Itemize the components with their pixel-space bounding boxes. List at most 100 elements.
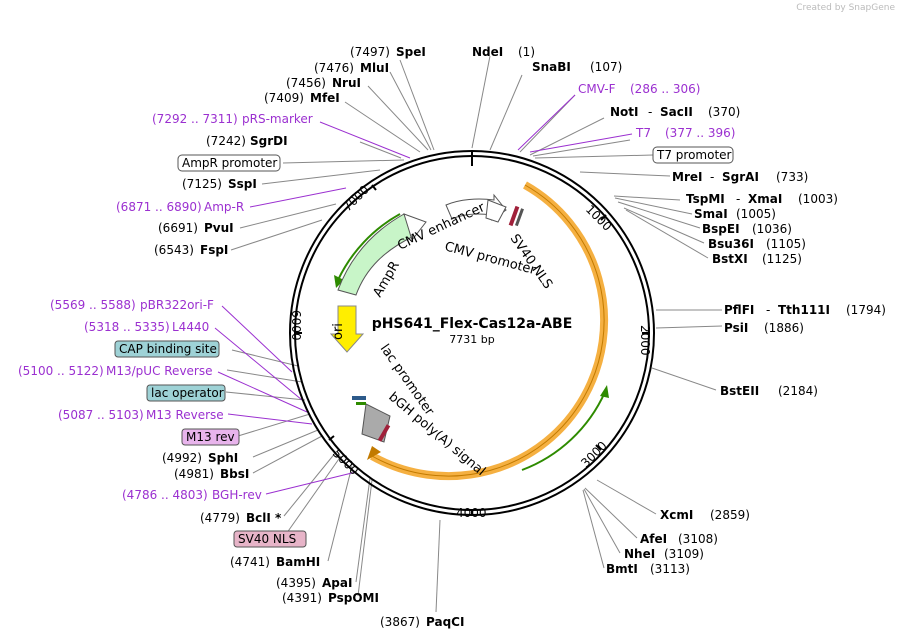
ampr-feature [337,213,415,296]
label-nrui: NruI [332,76,361,90]
m13-rev-box [181,428,240,446]
pos-nrui: (7456) [286,76,326,90]
label-cmv-f: CMV-F [578,82,616,96]
label-l4440: L4440 [172,320,209,334]
label-sphi: SphI [208,451,238,465]
pos-bbsi: (4981) [174,467,214,481]
pos-spei: (7497) [350,45,390,59]
pos-prs-marker: (7292 .. 7311) [152,112,238,126]
label-xcmi: XcmI [660,508,693,522]
primer-leaders [214,94,633,495]
label-psii: PsiI [724,321,748,335]
right-labels: NdeI (1) SnaBI (107) CMV-F (286 .. 306) … [380,45,886,629]
label-mlui: MluI [360,61,389,75]
label-xmai: XmaI [748,192,782,206]
pos-mlui: (7476) [314,61,354,75]
snapgene-credit: Created by SnapGene [796,3,895,13]
pos-snabi: (107) [590,60,622,74]
t7-promoter-box [652,146,734,164]
label-bcli: BclI * [246,511,282,525]
pos-m13-puc-reverse: (5100 .. 5122) [18,364,104,378]
sv40-nls-inner-mark [377,424,391,442]
label-tth111i: Tth111I [778,303,830,317]
cmv-promoter-feature [485,199,507,223]
label-pbr322ori-f: pBR322ori-F [140,298,214,312]
pos-l4440: (5318 .. 5335) [84,320,170,334]
label-pvui: PvuI [204,221,234,235]
label-fspi: FspI [200,243,228,257]
label-bsu36i: Bsu36I [708,237,754,251]
label-ampr: AmpR [370,259,402,300]
label-afei: AfeI [640,532,667,546]
label-apai: ApaI [322,576,352,590]
label-t7: T7 [635,126,651,140]
leader-lines-right [435,55,723,613]
label-amp-r: Amp-R [204,200,244,214]
ampr-promoter-feature [403,213,427,242]
label-pflfi: PflFI [724,303,754,317]
pos-bamhi: (4741) [230,555,270,569]
label-spei: SpeI [396,45,426,59]
label-lac-operator: lac operator [151,386,224,400]
pos-sphi: (4992) [162,451,202,465]
ori-feature [329,305,365,353]
bgh-feature [361,403,391,443]
pos-smai: (1005) [736,207,776,221]
label-bamhi: BamHI [276,555,320,569]
pos-pspomi: (4391) [282,591,322,605]
pos-fspi: (6543) [154,243,194,257]
pos-ndei: (1) [518,45,535,59]
pos-cmv-f: (286 .. 306) [630,82,700,96]
label-ampr-promoter: AmpR promoter [182,156,277,170]
leader-lines-left [225,59,435,597]
tick-marks [296,151,648,515]
pos-sgrdi: (7242) [206,134,246,148]
plasmid-name: pHS641_Flex-Cas12a-ABE [372,316,573,332]
pos-bstxi: (1125) [762,252,802,266]
tick-3000: 3000 [578,439,609,470]
label-mfei: MfeI [310,91,340,105]
svg-text:-: - [710,170,714,184]
label-smai: SmaI [694,207,728,221]
label-ndei: NdeI [472,45,503,59]
label-tspmi: TspMI [686,192,725,206]
svg-text:-: - [736,192,740,206]
pos-psii: (1886) [764,321,804,335]
pos-bsteii: (2184) [778,384,818,398]
label-snabi: SnaBI [532,60,571,74]
pos-xcmi: (2859) [710,508,750,522]
cap-binding-box [114,340,220,358]
pos-mfei: (7409) [264,91,304,105]
pos-tspmi: (1003) [798,192,838,206]
pos-apai: (4395) [276,576,316,590]
label-sspi: SspI [228,177,257,191]
label-bsteii: BstEII [720,384,759,398]
pos-noti: (370) [708,105,740,119]
label-sgrdi: SgrDI [250,134,288,148]
plasmid-size: 7731 bp [449,333,494,346]
label-sgrai: SgrAI [722,170,759,184]
pos-sspi: (7125) [182,177,222,191]
label-prs-marker: pRS-marker [242,112,313,126]
cds-arc-edge [371,184,605,477]
lac-promoter-mark [356,402,366,405]
pos-mrei: (733) [776,170,808,184]
label-sacii: SacII [660,105,693,119]
label-m13-puc-reverse: M13/pUC Reverse [106,364,213,378]
label-bmti: BmtI [606,562,638,576]
label-cap-binding-site: CAP binding site [119,342,217,356]
tick-7000: 7000 [340,183,371,214]
pos-pvui: (6691) [158,221,198,235]
pos-nhei: (3109) [664,547,704,561]
cds-arrowhead [367,446,381,460]
label-nhei: NheI [624,547,655,561]
svg-text:-: - [766,303,770,317]
pos-bcli: (4779) [200,511,240,525]
label-ori: ori [331,323,346,340]
label-bbsi: BbsI [220,467,249,481]
lac-operator-box [146,384,226,402]
tick-6000: 6000 [289,310,303,341]
pos-t7: (377 .. 396) [665,126,735,140]
green-feature-arc [521,391,606,471]
